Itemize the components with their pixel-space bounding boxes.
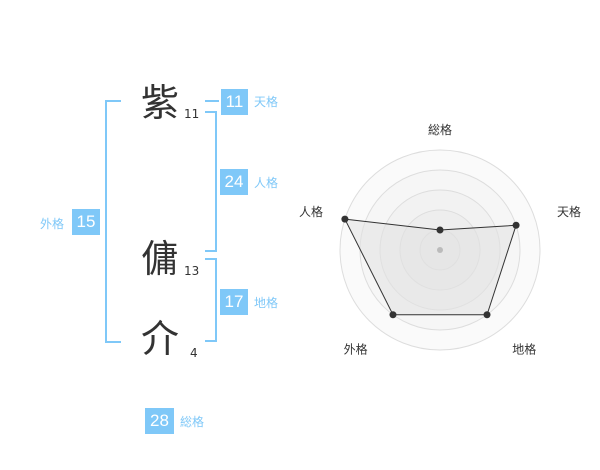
radar-series-polygon bbox=[344, 218, 517, 316]
chikaku-label: 地格 bbox=[254, 296, 279, 310]
chikaku-value: 17 bbox=[220, 289, 248, 315]
radar-axis-label-2: 天格 bbox=[557, 204, 581, 219]
soukaku-label: 総格 bbox=[180, 415, 205, 429]
name-char-2: 傭 bbox=[141, 237, 180, 281]
radar-point-1 bbox=[436, 226, 444, 234]
tenkaku-label: 天格 bbox=[254, 95, 279, 109]
radar-point-5 bbox=[341, 215, 349, 223]
radar-point-4 bbox=[389, 311, 397, 319]
gaikaku-label: 外格 bbox=[40, 217, 65, 231]
gaikaku-bracket bbox=[105, 100, 121, 343]
chikaku-bracket bbox=[205, 258, 217, 342]
jinkaku-value: 24 bbox=[220, 169, 248, 195]
name-char-2-strokes: 13 bbox=[184, 264, 200, 278]
radar-axis-label-3: 地格 bbox=[512, 342, 536, 357]
radar-point-3 bbox=[483, 311, 491, 319]
radar-axis-label-4: 外格 bbox=[344, 342, 368, 357]
gaikaku-value: 15 bbox=[72, 209, 100, 235]
name-char-1-strokes: 11 bbox=[184, 107, 200, 121]
radar-axis-label-5: 人格 bbox=[299, 204, 323, 219]
jinkaku-bracket bbox=[205, 111, 217, 252]
radar-point-2 bbox=[512, 221, 520, 229]
name-char-3-strokes: 4 bbox=[190, 346, 198, 360]
radar-axis-label-1: 総格 bbox=[428, 122, 452, 137]
jinkaku-label: 人格 bbox=[254, 176, 279, 190]
soukaku-value: 28 bbox=[145, 408, 174, 434]
tenkaku-value: 11 bbox=[221, 89, 248, 115]
tenkaku-bracket bbox=[205, 100, 219, 102]
name-char-3: 介 bbox=[141, 317, 180, 361]
name-char-1: 紫 bbox=[141, 81, 180, 125]
radar-center-dot bbox=[437, 247, 443, 253]
